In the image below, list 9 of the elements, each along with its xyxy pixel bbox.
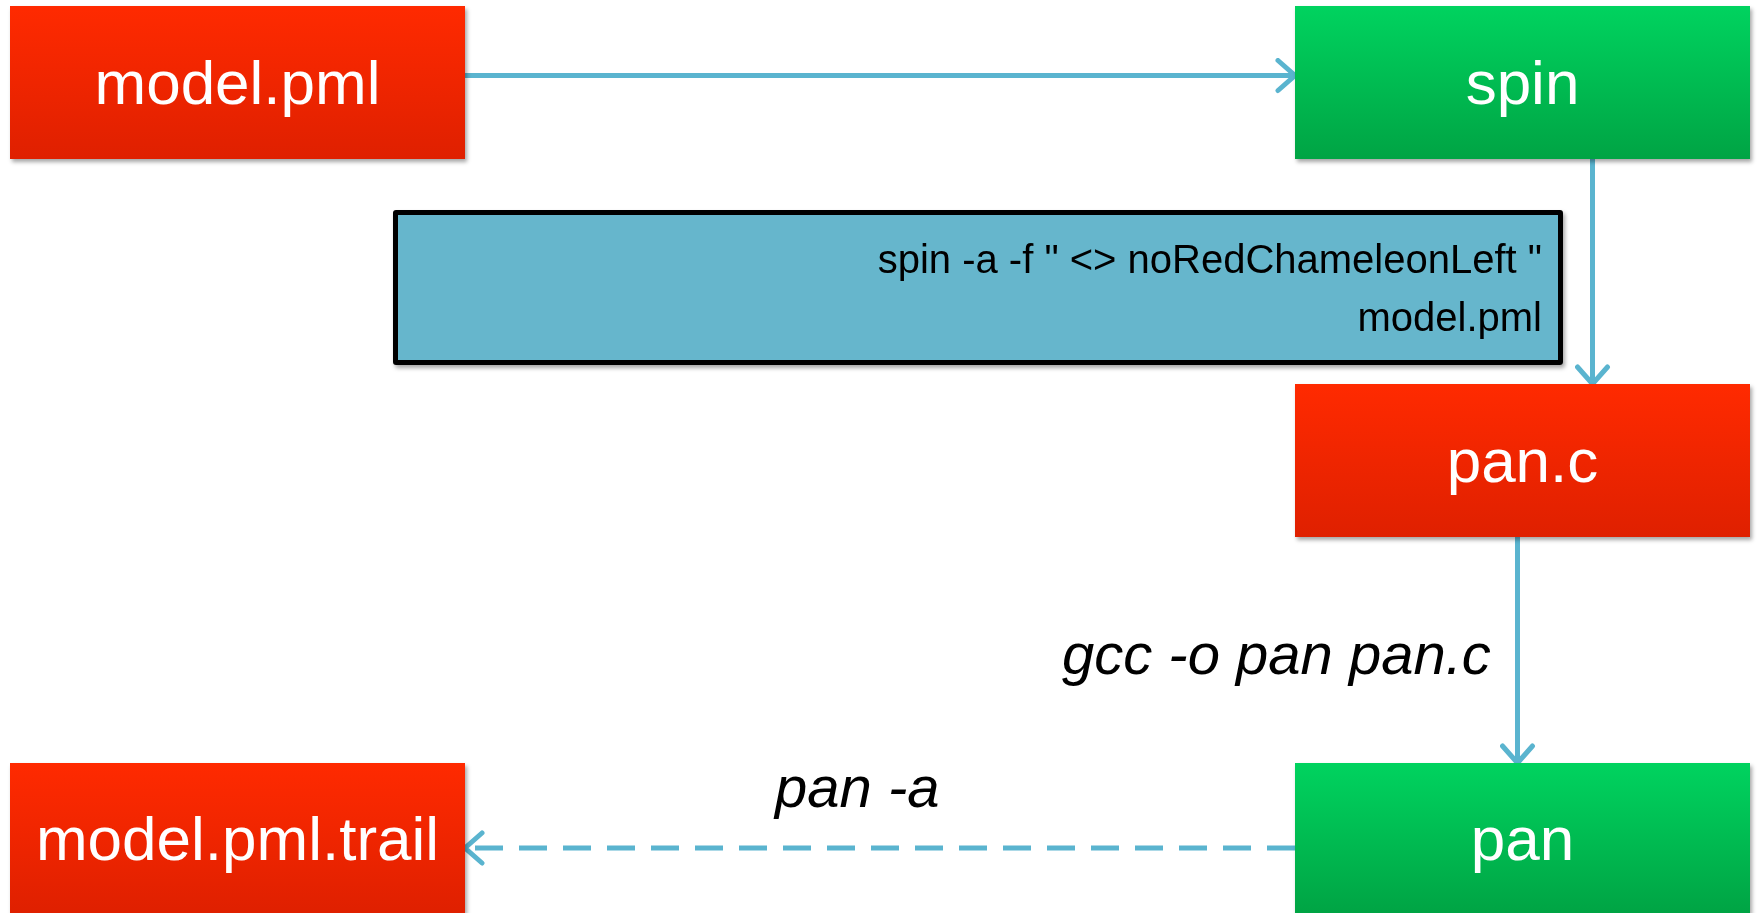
file-box: spin	[1295, 6, 1750, 159]
arrow	[1575, 159, 1610, 387]
arrow	[1500, 537, 1535, 766]
command-note-box	[393, 210, 1563, 365]
file-box: model.pml	[10, 6, 465, 159]
file-box: model.pml.trail	[10, 763, 465, 913]
file-box: pan	[1295, 763, 1750, 913]
file-box: pan.c	[1295, 384, 1750, 537]
command-text: spin -a -f " <> noRedChameleonLeft " model.pml	[876, 235, 1542, 341]
